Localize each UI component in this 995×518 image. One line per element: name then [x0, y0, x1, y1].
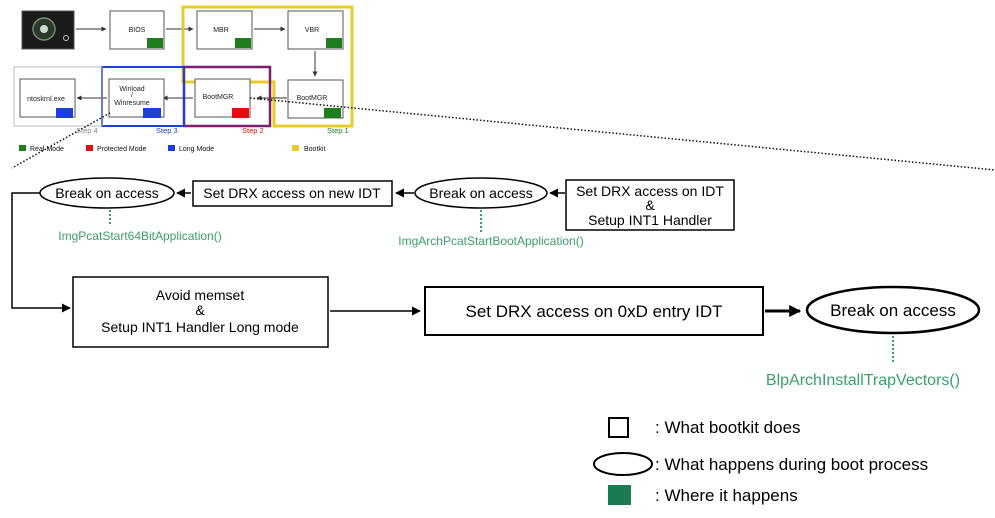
- step4-label: Step 4: [76, 126, 98, 135]
- legend-rect-label: : What bootkit does: [655, 418, 801, 437]
- real-mode-swatch: [19, 145, 26, 151]
- long-mode-marker: [56, 108, 73, 118]
- bootmgr2-label: BootMGR: [203, 94, 234, 101]
- winload-label: Winload: [119, 86, 144, 93]
- break2-label: Break on access: [55, 185, 159, 201]
- step3-label: Step 3: [156, 126, 178, 135]
- vbr-label: VBR: [305, 27, 319, 34]
- avoid-line3: Setup INT1 Handler Long mode: [101, 319, 299, 335]
- vbr-node: VBR: [287, 10, 344, 50]
- legend-square-shape: [608, 485, 631, 505]
- set-drx-idt-line3: Setup INT1 Handler: [588, 212, 712, 228]
- legend-rect-shape: [608, 417, 629, 438]
- real-mode-marker: [324, 108, 341, 118]
- boot-overview: BIOS MBR VBR BootMGR: [11, 5, 995, 171]
- ntoskrnl-label: ntoskrnl.exe: [27, 96, 65, 103]
- detail-flow: Set DRX access on IDT & Setup INT1 Handl…: [11, 177, 981, 389]
- real-mode-marker: [147, 38, 163, 48]
- zoom-line-right: [249, 97, 995, 171]
- bootmgr-protected-node: BootMGR: [182, 65, 272, 128]
- legend-ellipse-label: : What happens during boot process: [655, 455, 928, 474]
- step1-label: Step 1: [327, 126, 349, 135]
- winresume-label: Winresume: [114, 100, 150, 107]
- long-mode-label: Long Mode: [179, 146, 214, 153]
- long-mode-marker: [143, 108, 161, 118]
- mode-legend: Real Mode Protected Mode Long Mode Bootk…: [19, 145, 325, 153]
- step2-label: Step 2: [242, 126, 264, 135]
- break3-label: Break on access: [830, 301, 956, 320]
- bios-node: BIOS: [109, 10, 165, 50]
- mbr-label: MBR: [213, 27, 229, 34]
- set-drx-idt-line1: Set DRX access on IDT: [576, 183, 724, 199]
- break1-ellipse: Break on access: [414, 177, 548, 209]
- avoid-memset-box: Avoid memset & Setup INT1 Handler Long m…: [72, 276, 329, 348]
- avoid-line2: &: [195, 302, 205, 318]
- ntoskrnl-node: ntoskrnl.exe: [13, 66, 103, 127]
- computer-icon: [21, 10, 75, 50]
- shape-legend: : What bootkit does : What happens durin…: [593, 417, 928, 505]
- func2-label: ImgPcatStart64BitApplication(): [58, 229, 221, 243]
- protected-mode-marker: [232, 108, 249, 118]
- set-drx-idt-line2: &: [645, 197, 655, 213]
- set-drx-idt-box: Set DRX access on IDT & Setup INT1 Handl…: [565, 179, 735, 231]
- func1-label: ImgArchPcatStartBootApplication(): [398, 234, 583, 248]
- legend-square-label: : Where it happens: [655, 486, 798, 505]
- arrow-break2-avoid: [11, 192, 71, 313]
- func3-label: BlpArchInstallTrapVectors(): [766, 372, 960, 389]
- avoid-line1: Avoid memset: [156, 287, 245, 303]
- break2-ellipse: Break on access: [39, 177, 175, 209]
- bootkit-label: Bootkit: [304, 146, 325, 153]
- set-drx-new-idt-label: Set DRX access on new IDT: [203, 185, 381, 201]
- protected-mode-swatch: [86, 145, 93, 151]
- real-mode-label: Real Mode: [30, 146, 64, 153]
- set-drx-new-idt-box: Set DRX access on new IDT: [192, 180, 393, 207]
- winload-node: Winload / Winresume: [101, 66, 185, 127]
- bootmgr-label: BootMGR: [297, 95, 328, 102]
- legend-ellipse-shape: [593, 452, 653, 476]
- mbr-node: MBR: [196, 10, 253, 50]
- break3-ellipse: Break on access: [805, 285, 981, 335]
- step4-frame: [13, 66, 103, 127]
- real-mode-marker: [326, 38, 342, 48]
- break1-label: Break on access: [429, 185, 533, 201]
- protected-mode-label: Protected Mode: [97, 146, 147, 153]
- set-drx-0xd-label: Set DRX access on 0xD entry IDT: [466, 302, 723, 321]
- real-mode-marker: [235, 38, 251, 48]
- winload-sep: /: [131, 92, 133, 99]
- long-mode-swatch: [168, 145, 175, 151]
- set-drx-0xd-box: Set DRX access on 0xD entry IDT: [424, 286, 764, 336]
- bootkit-swatch: [292, 145, 299, 151]
- bios-label: BIOS: [129, 27, 146, 34]
- zoom-line-left: [11, 112, 111, 169]
- bootmgr-real-node: BootMGR: [287, 79, 344, 119]
